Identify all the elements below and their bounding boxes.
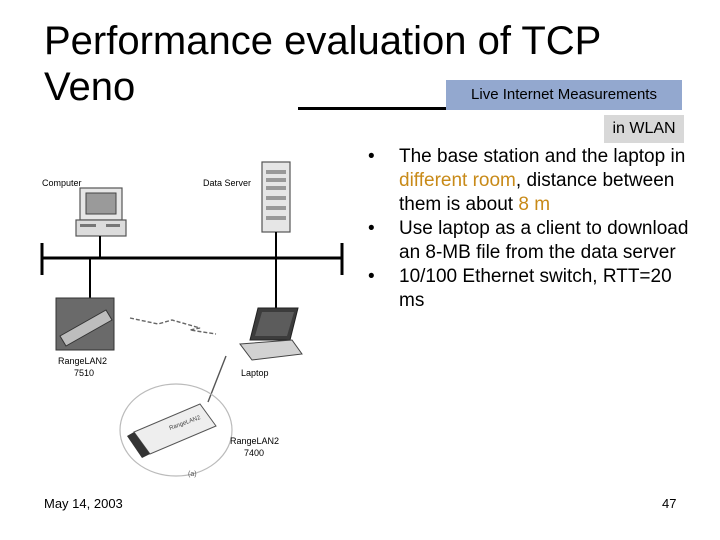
bullet-text: , distance between them is about	[399, 170, 675, 215]
wireless-link-icon	[129, 317, 217, 335]
bullet-item: Use laptop as a client to download an 8-…	[368, 217, 698, 265]
access-point-label-line1: RangeLAN2	[58, 356, 107, 366]
access-point-label-line2: 7510	[74, 368, 94, 378]
pc-card-icon: RangeLAN2	[119, 383, 233, 477]
footer-date: May 14, 2003	[44, 496, 123, 511]
laptop-icon	[239, 307, 303, 361]
live-measurements-tag: Live Internet Measurements	[446, 80, 682, 110]
bullet-list: The base station and the laptop in diffe…	[368, 145, 698, 313]
access-point-icon	[55, 297, 115, 351]
network-diagram: Computer Data Server RangeLAN2 7510 Lapt…	[40, 161, 344, 478]
bullet-item: 10/100 Ethernet switch, RTT=20 ms	[368, 265, 698, 313]
page-number: 47	[662, 496, 677, 511]
bullet-highlight: different room	[399, 170, 516, 191]
data-server-label: Data Server	[203, 178, 251, 188]
computer-icon	[75, 187, 127, 237]
computer-label: Computer	[42, 178, 82, 188]
bullet-text: The base station and the laptop in	[399, 146, 686, 167]
slide-title: Performance evaluation of TCP Veno	[44, 19, 601, 109]
diagram-caption: (a)	[188, 471, 197, 478]
bullet-text: 10/100 Ethernet switch, RTT=20 ms	[399, 266, 672, 311]
data-server-icon	[261, 161, 291, 233]
bullet-text: Use laptop as a client to download an 8-…	[399, 218, 689, 263]
bullet-item: The base station and the laptop in diffe…	[368, 145, 698, 217]
pc-card-label-line2: 7400	[244, 448, 264, 458]
bullet-highlight: 8 m	[518, 194, 551, 215]
pc-card-label-line1: RangeLAN2	[230, 436, 279, 446]
wlan-tag: in WLAN	[604, 115, 684, 143]
laptop-label: Laptop	[241, 368, 269, 378]
